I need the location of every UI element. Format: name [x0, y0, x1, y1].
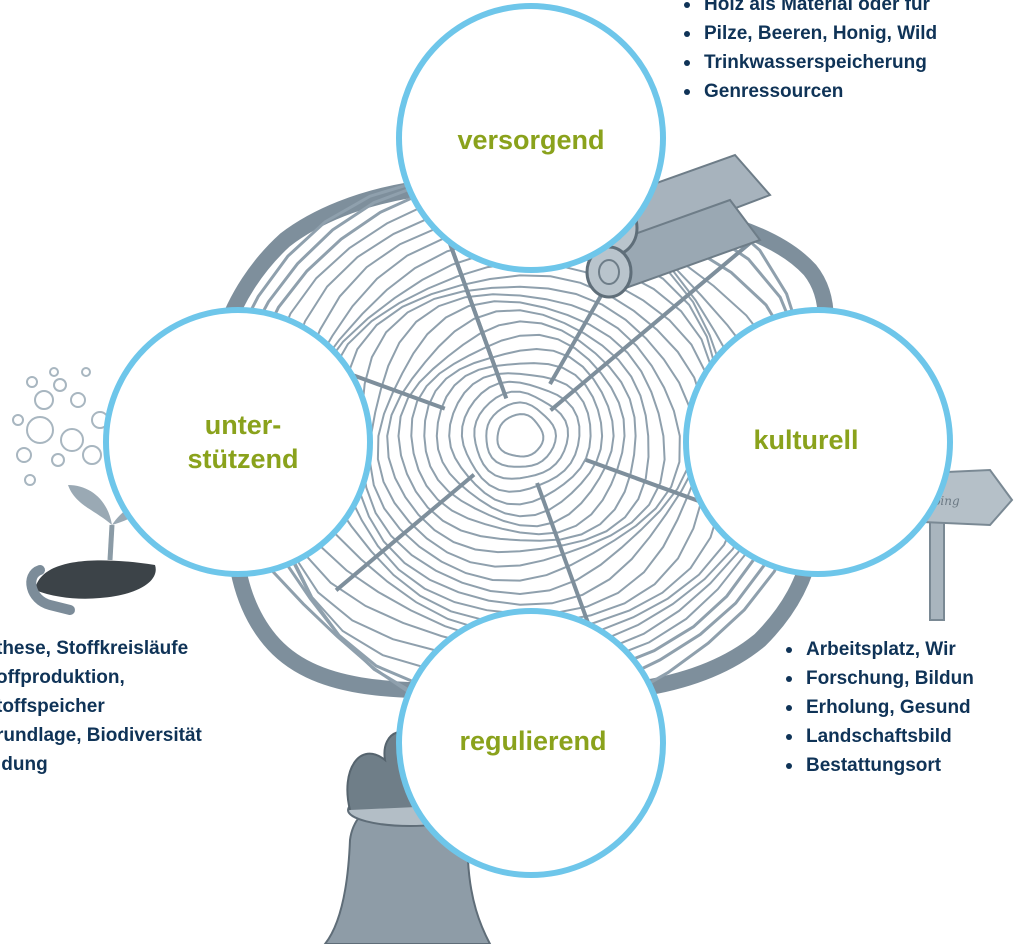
- list-item: Trinkwasserspeicherung: [680, 50, 937, 76]
- growth-ring: [397, 320, 637, 542]
- growth-ring: [496, 413, 545, 458]
- growth-ring: [323, 261, 713, 615]
- label-regulierend: regulierend: [459, 726, 607, 756]
- growth-ring: [423, 347, 615, 528]
- list-item: Arbeitsplatz, Wir: [782, 637, 974, 663]
- wood-crack: [334, 473, 476, 592]
- list-versorgend: Holz als Material oder für Pilze, Beeren…: [680, 0, 937, 105]
- list-item: Pilze, Beeren, Honig, Wild: [680, 21, 937, 47]
- list-item: offproduktion,: [0, 667, 125, 688]
- list-item: toffspeicher: [0, 696, 105, 717]
- growth-ring: [386, 309, 650, 554]
- circle-kulturell: [683, 307, 953, 577]
- circle-regulierend: [396, 608, 666, 878]
- growth-ring: [460, 380, 581, 493]
- growth-ring: [376, 300, 666, 568]
- list-unterstuetzend: these, Stoffkreisläufe offproduktion, to…: [0, 636, 202, 778]
- growth-ring: [448, 372, 592, 506]
- service-circles: [103, 3, 953, 878]
- list-item: Genressourcen: [680, 79, 937, 105]
- growth-ring: [485, 401, 558, 468]
- label-kulturell: kulturell: [753, 425, 859, 455]
- growth-ring: [473, 390, 570, 480]
- label-unterstuetzend: unter- stützend: [187, 410, 299, 474]
- growth-ring: [435, 362, 604, 518]
- list-item: Forschung, Bildun: [782, 666, 974, 692]
- label-versorgend: versorgend: [457, 125, 605, 155]
- wood-crack: [549, 241, 752, 412]
- list-item: these, Stoffkreisläufe: [0, 638, 189, 659]
- list-item: Erholung, Gesund: [782, 695, 974, 721]
- circle-unterstuetzend: [103, 307, 373, 577]
- growth-ring: [410, 333, 626, 536]
- list-kulturell: Arbeitsplatz, Wir Forschung, Bildun Erho…: [782, 637, 974, 779]
- seedling-icon: [12, 367, 156, 615]
- list-item: Landschaftsbild: [782, 724, 974, 750]
- list-item: ldung: [0, 754, 48, 775]
- list-item: Bestattungsort: [782, 753, 974, 779]
- list-item: rundlage, Biodiversität: [0, 725, 202, 746]
- list-item: Holz als Material oder für: [680, 0, 937, 18]
- circle-versorgend: [396, 3, 666, 273]
